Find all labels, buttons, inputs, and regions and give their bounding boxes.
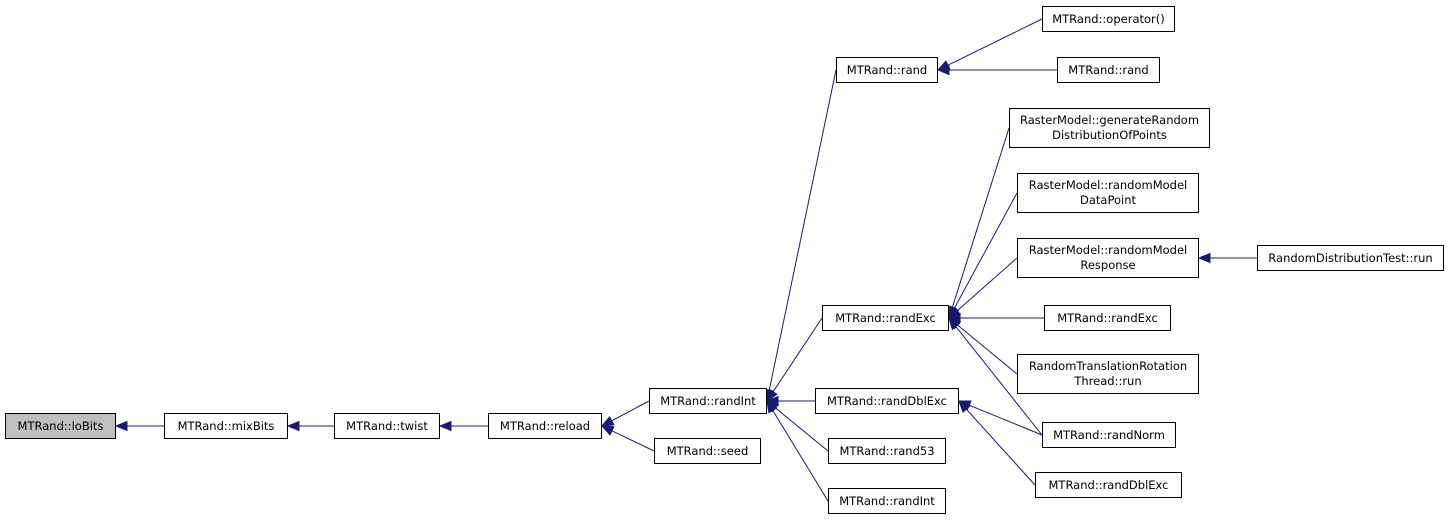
node-label-line: RasterModel::generateRandom bbox=[1019, 113, 1200, 127]
node-label-line: MTRand::rand53 bbox=[839, 443, 935, 458]
node-label-line: MTRand::loBits bbox=[17, 418, 104, 433]
edge-randdblexc_b-to-randdblexc_a bbox=[966, 408, 1036, 486]
node-rastermodel-randommodeldatapoint[interactable]: RasterModel::randomModel DataPoint bbox=[1017, 173, 1199, 213]
edge-arrowhead bbox=[600, 415, 615, 427]
edge-arrowhead bbox=[1197, 252, 1211, 264]
edge-arrowhead bbox=[766, 399, 778, 414]
node-label-line: MTRand::seed bbox=[666, 443, 749, 458]
node-mtrand-randexc[interactable]: MTRand::randExc bbox=[822, 305, 949, 331]
node-mtrand-randdblexc-overload[interactable]: MTRand::randDblExc bbox=[1035, 472, 1182, 498]
edge-datapoint-to-randexc_a bbox=[953, 192, 1018, 309]
node-mtrand-randnorm[interactable]: MTRand::randNorm bbox=[1042, 422, 1176, 448]
node-randomdistributiontest-run[interactable]: RandomDistributionTest::run bbox=[1257, 245, 1444, 271]
node-mtrand-operator[interactable]: MTRand::operator() bbox=[1042, 6, 1175, 32]
node-mtrand-rand[interactable]: MTRand::rand bbox=[836, 57, 938, 83]
node-label-line: MTRand::randDblExc bbox=[1048, 477, 1169, 492]
edge-arrowhead bbox=[936, 64, 950, 76]
edge-arrowhead bbox=[600, 425, 615, 436]
edge-randnorm-to-randexc_a bbox=[955, 326, 1043, 436]
node-label-line: MTRand::randNorm bbox=[1053, 427, 1165, 442]
edge-genrandom-to-randexc_a bbox=[951, 127, 1010, 308]
edge-randint_a-to-reload bbox=[611, 400, 650, 422]
node-mtrand-rand-overload[interactable]: MTRand::rand bbox=[1057, 57, 1160, 83]
node-label-line: MTRand::randExc bbox=[1057, 310, 1158, 325]
edge-response-to-randexc_a bbox=[956, 257, 1018, 312]
node-label-line: MTRand::randInt bbox=[839, 493, 935, 508]
node-rastermodel-randommodelresponse[interactable]: RasterModel::randomModel Response bbox=[1017, 238, 1199, 278]
node-label-line: MTRand::twist bbox=[346, 418, 428, 433]
edge-randnorm-to-randdblexc_a bbox=[968, 404, 1043, 436]
node-randomtranslationrotationthread-run[interactable]: RandomTranslationRotation Thread::run bbox=[1017, 354, 1199, 394]
node-rastermodel-generaterandomdistributionofpoints[interactable]: RasterModel::generateRandom Distribution… bbox=[1009, 108, 1210, 148]
node-label-line: DataPoint bbox=[1079, 193, 1136, 207]
edge-seed-to-reload bbox=[611, 430, 655, 452]
node-label-line: Thread::run bbox=[1074, 374, 1142, 388]
node-label-line: MTRand::randExc bbox=[835, 310, 936, 325]
edge-arrowhead bbox=[114, 420, 128, 432]
node-label-line: MTRand::rand bbox=[1068, 62, 1149, 77]
node-label-line: RandomTranslationRotation bbox=[1028, 359, 1188, 373]
edge-arrowhead bbox=[438, 420, 452, 432]
edge-rand_a-to-randint_a bbox=[768, 69, 837, 391]
node-label-line: MTRand::reload bbox=[499, 418, 591, 433]
node-mtrand-reload[interactable]: MTRand::reload bbox=[488, 413, 602, 439]
node-label-line: MTRand::operator() bbox=[1052, 11, 1165, 26]
edge-operator-to-rand_a bbox=[947, 18, 1043, 66]
node-mtrand-randint-overload[interactable]: MTRand::randInt bbox=[828, 488, 946, 514]
node-mtrand-mixbits[interactable]: MTRand::mixBits bbox=[164, 413, 288, 439]
edge-arrowhead bbox=[948, 316, 961, 331]
node-label-line: RasterModel::randomModel bbox=[1028, 178, 1188, 192]
node-label-line: RandomDistributionTest::run bbox=[1268, 250, 1433, 265]
node-mtrand-randexc-overload[interactable]: MTRand::randExc bbox=[1044, 305, 1171, 331]
node-label-line: MTRand::rand bbox=[846, 62, 928, 77]
node-label-line: RasterModel::randomModel bbox=[1028, 243, 1188, 257]
node-label-line: Response bbox=[1080, 258, 1136, 272]
edge-rand53-to-randint_a bbox=[775, 407, 829, 452]
node-label-line: MTRand::randDblExc bbox=[827, 393, 947, 408]
node-mtrand-randdblexc[interactable]: MTRand::randDblExc bbox=[815, 388, 959, 414]
node-mtrand-lobits: MTRand::loBits bbox=[5, 413, 116, 439]
edge-arrowhead bbox=[286, 420, 300, 432]
node-mtrand-seed[interactable]: MTRand::seed bbox=[654, 438, 761, 464]
node-label-line: MTRand::mixBits bbox=[177, 418, 275, 433]
edge-arrowhead bbox=[766, 388, 778, 403]
node-mtrand-randint[interactable]: MTRand::randInt bbox=[649, 388, 767, 414]
edge-rtrthread-to-randexc_a bbox=[957, 324, 1018, 375]
edge-randint_b-to-randint_a bbox=[772, 410, 829, 502]
edge-randexc_a-to-randint_a bbox=[772, 317, 823, 393]
node-mtrand-rand53[interactable]: MTRand::rand53 bbox=[828, 438, 946, 464]
node-mtrand-twist[interactable]: MTRand::twist bbox=[334, 413, 440, 439]
node-label-line: MTRand::randInt bbox=[660, 393, 756, 408]
node-label-line: DistributionOfPoints bbox=[1052, 128, 1167, 142]
edge-arrowhead bbox=[958, 400, 971, 414]
